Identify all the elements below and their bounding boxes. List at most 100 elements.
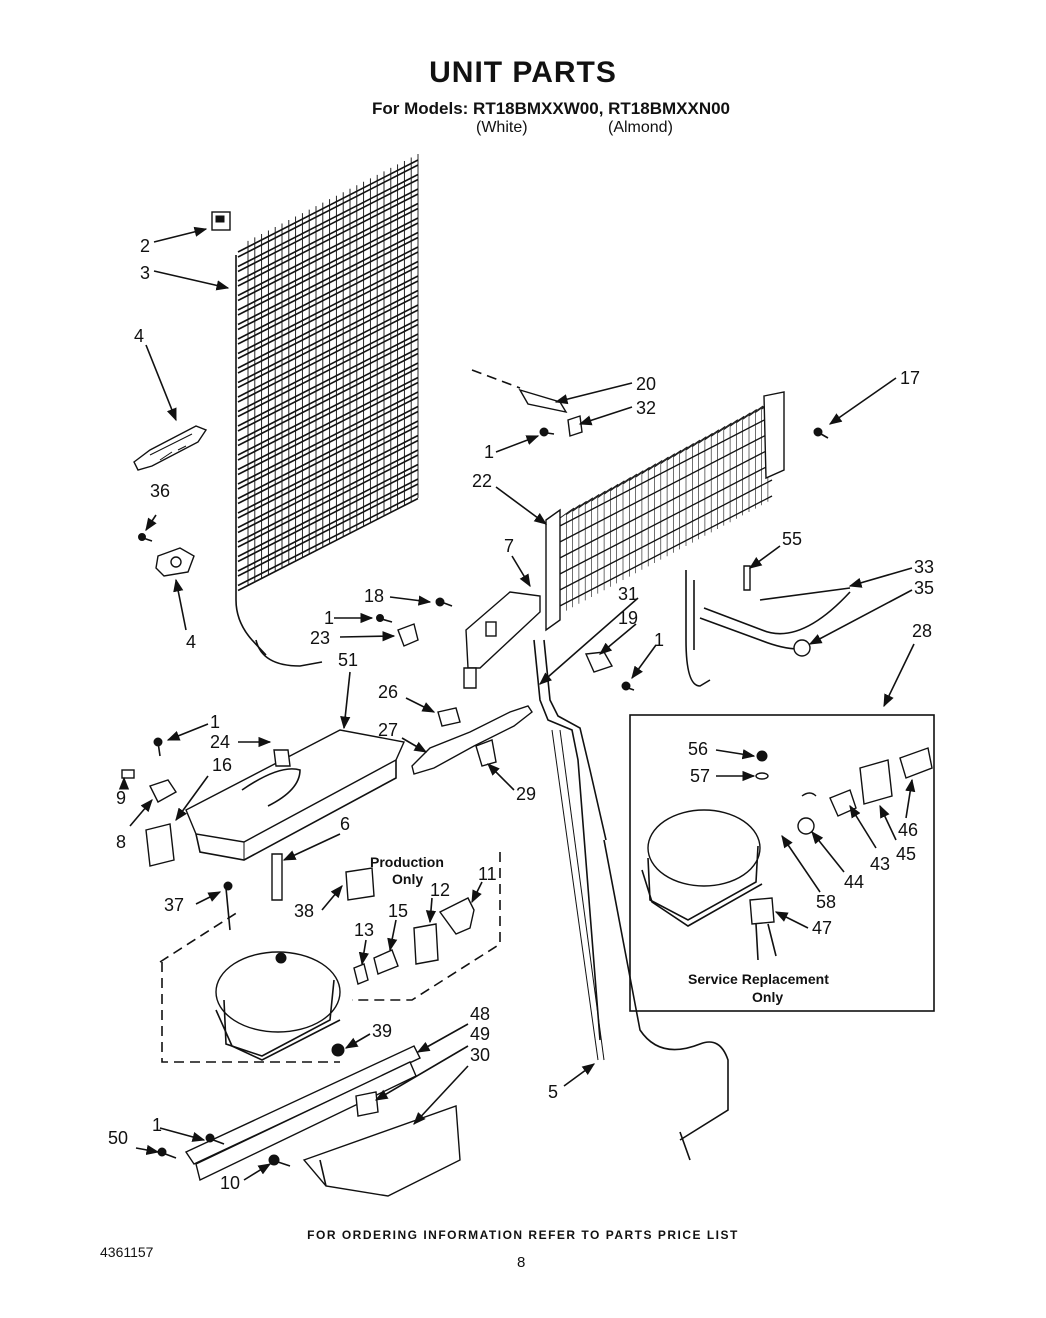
callout-1-e: 1 xyxy=(152,1115,162,1135)
callout-17: 17 xyxy=(900,368,920,388)
grommet-part-35 xyxy=(793,639,811,657)
capacitor-part-47 xyxy=(749,897,775,925)
callout-36: 36 xyxy=(150,481,170,501)
clip-part-23 xyxy=(397,623,419,647)
overload-part-43 xyxy=(829,789,857,817)
evaporator xyxy=(463,391,785,689)
relay-part-12 xyxy=(413,923,439,965)
callout-2: 2 xyxy=(140,236,150,256)
callout-39: 39 xyxy=(372,1021,392,1041)
callout-23: 23 xyxy=(310,628,330,648)
callout-10: 10 xyxy=(220,1173,240,1193)
callout-16: 16 xyxy=(212,755,232,775)
dashline-20 xyxy=(471,369,521,389)
callout-24: 24 xyxy=(210,732,230,752)
callout-1-b: 1 xyxy=(654,630,664,650)
suction-tubing xyxy=(584,565,851,691)
callout-13: 13 xyxy=(354,920,374,940)
callout-20: 20 xyxy=(636,374,656,394)
callout-38: 38 xyxy=(294,901,314,921)
nut-part-24 xyxy=(273,749,291,767)
callout-4-top: 4 xyxy=(134,326,144,346)
callout-46: 46 xyxy=(898,820,918,840)
callout-29: 29 xyxy=(516,784,536,804)
callout-33: 33 xyxy=(914,557,934,577)
page-number: 8 xyxy=(517,1254,526,1271)
callout-18: 18 xyxy=(364,586,384,606)
compressor-mounting-rail xyxy=(184,1045,461,1197)
callout-3: 3 xyxy=(140,263,150,283)
part-9 xyxy=(121,769,135,779)
callout-31: 31 xyxy=(618,584,638,604)
clip-part-32 xyxy=(567,415,583,437)
dryer-part-27 xyxy=(411,705,533,775)
callout-47: 47 xyxy=(812,918,832,938)
callout-15: 15 xyxy=(388,901,408,921)
production-only-sub: Only xyxy=(392,871,423,887)
page-title: UNIT PARTS xyxy=(429,56,617,89)
clip-part-8 xyxy=(149,779,178,803)
callout-9: 9 xyxy=(116,788,126,808)
document-number: 4361157 xyxy=(100,1244,154,1260)
bracket-part-36 xyxy=(138,533,195,577)
part-16 xyxy=(145,823,175,867)
service-replacement-title: Service Replacement xyxy=(688,971,829,987)
service-replacement-sub: Only xyxy=(752,989,783,1005)
capillary-tube xyxy=(533,639,729,1161)
callout-56: 56 xyxy=(688,739,708,759)
production-compressor xyxy=(215,951,341,1061)
callout-11: 11 xyxy=(478,864,497,884)
callout-57: 57 xyxy=(690,766,710,786)
relay-part-38 xyxy=(345,867,375,901)
overload-part-15 xyxy=(373,949,399,975)
evaporator-fins xyxy=(555,395,783,614)
condenser-tube-left xyxy=(235,255,267,656)
cover-part-11 xyxy=(438,897,475,935)
callout-1-d: 1 xyxy=(210,712,220,732)
models-line: For Models: RT18BMXXW00, RT18BMXXN00 xyxy=(372,99,731,118)
evaporator-bracket-part-7 xyxy=(465,591,541,669)
callout-51: 51 xyxy=(338,650,358,670)
callout-1-c: 1 xyxy=(324,608,334,628)
part-55 xyxy=(743,565,751,591)
callout-19: 19 xyxy=(618,608,638,628)
callout-37: 37 xyxy=(164,895,184,915)
screw-37 xyxy=(225,887,231,931)
variant-white-label: (White) xyxy=(476,119,528,136)
callout-35: 35 xyxy=(914,578,934,598)
heater-part-20 xyxy=(518,388,568,414)
callout-50: 50 xyxy=(108,1128,128,1148)
callout-22: 22 xyxy=(472,471,492,491)
clip-part-29 xyxy=(475,739,497,767)
clip-part-19 xyxy=(584,651,614,673)
callout-45: 45 xyxy=(896,844,916,864)
evaporator-end-plate xyxy=(545,508,561,632)
callout-28: 28 xyxy=(912,621,932,641)
tube-part-6 xyxy=(271,853,283,901)
condenser-tube-outlet xyxy=(255,639,323,667)
callout-6: 6 xyxy=(340,814,350,834)
callout-4-bottom: 4 xyxy=(186,632,196,652)
callout-49: 49 xyxy=(470,1024,490,1044)
plug-part-26 xyxy=(437,707,461,727)
service-compressor xyxy=(641,809,763,927)
relay-part-45 xyxy=(859,759,893,805)
drain-pan-part-51 xyxy=(185,729,405,861)
callout-5: 5 xyxy=(548,1082,558,1102)
callout-58: 58 xyxy=(816,892,836,912)
callout-55: 55 xyxy=(782,529,802,549)
leader-lines xyxy=(118,226,916,1181)
grommet-part-44 xyxy=(797,817,815,835)
callout-43: 43 xyxy=(870,854,890,874)
callout-44: 44 xyxy=(844,872,864,892)
variant-almond-label: (Almond) xyxy=(608,119,673,136)
callout-26: 26 xyxy=(378,682,398,702)
callout-7: 7 xyxy=(504,536,514,556)
callout-27: 27 xyxy=(378,720,398,740)
callout-labels: 2 3 4 36 4 20 32 1 17 22 7 55 33 35 18 3… xyxy=(108,236,934,1193)
condenser-coil xyxy=(211,154,419,667)
production-dashed-box xyxy=(159,852,501,1063)
nut-part-56 xyxy=(756,750,768,762)
callout-32: 32 xyxy=(636,398,656,418)
clip-part-4 xyxy=(133,425,208,471)
